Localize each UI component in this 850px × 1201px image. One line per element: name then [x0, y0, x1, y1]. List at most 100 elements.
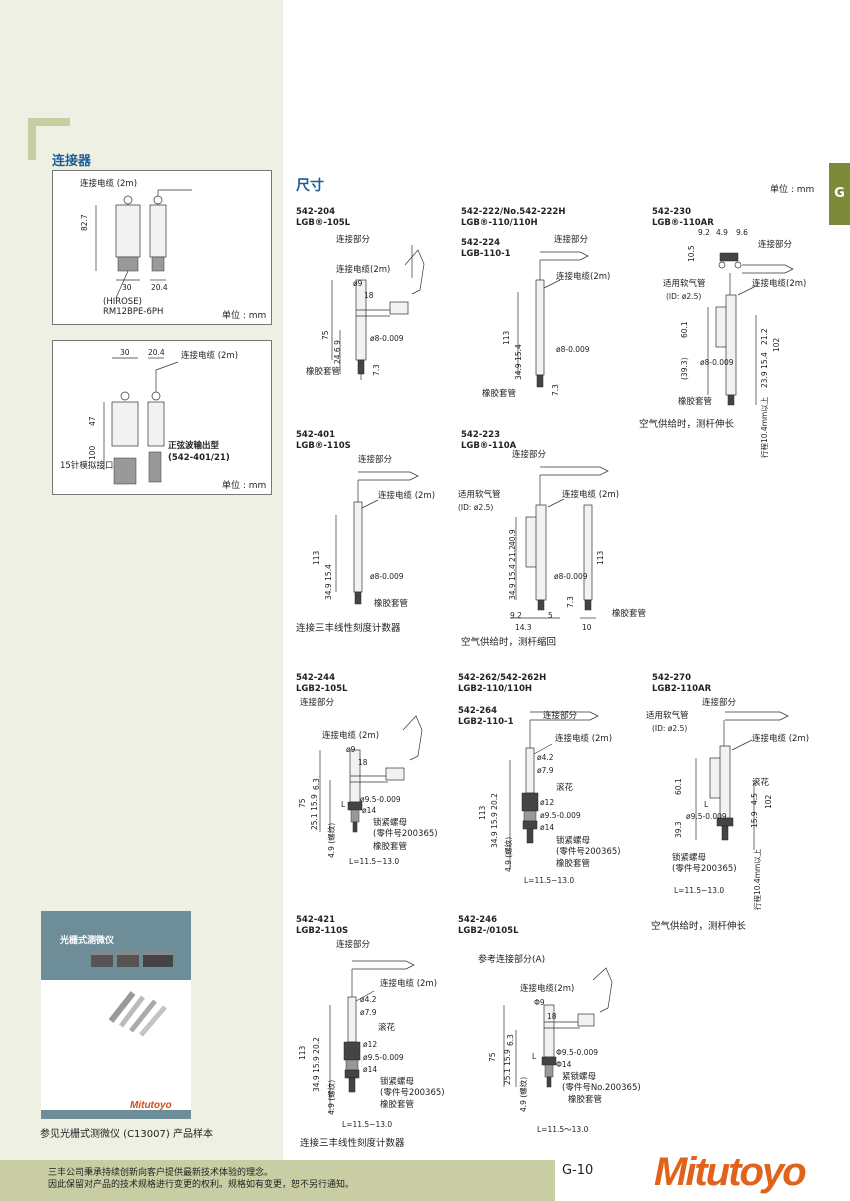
p8-lock-nut: 锁紧螺母 — [672, 853, 707, 863]
p3-connect-part: 连接部分 — [758, 240, 793, 250]
p3-d92: 9.2 — [698, 228, 710, 237]
p3-d49: 4.9 — [716, 228, 728, 237]
box2-type-line1: 正弦波输出型 — [168, 441, 220, 451]
p3-drawing — [707, 252, 794, 406]
box2-unit: 单位 : mm — [222, 481, 267, 491]
p1-d75: 75 — [321, 330, 330, 340]
p5-d212: 34.9 15.4 21.2 — [508, 545, 517, 600]
p9-d95: ø9.5-0.009 — [363, 1053, 404, 1062]
p8-d102: 102 — [764, 794, 773, 809]
p3-model-2: LGB®-110AR — [652, 218, 714, 228]
brand-logo: Mitutoyo — [654, 1150, 807, 1194]
corner-bracket-mark — [28, 118, 70, 160]
p8-L: L — [704, 800, 709, 809]
p7-model-3: 542-264 — [458, 706, 498, 716]
box2-cable-label: 连接电缆 (2m) — [181, 351, 239, 361]
p2-connect-part: 连接部分 — [554, 235, 589, 245]
connector-drawing-1 — [95, 189, 192, 299]
side-tab-g[interactable]: G — [829, 163, 850, 225]
p7-model-1: 542-262/542-262H — [458, 673, 547, 683]
p3-d8: ø8-0.009 — [700, 358, 734, 367]
p2-drawing — [517, 251, 589, 388]
p2-d113: 113 — [502, 330, 511, 345]
p8-cable: 连接电缆 (2m) — [752, 734, 810, 744]
p10-lock-nut: 紧锁螺母 — [562, 1072, 597, 1082]
p2-cable: 连接电缆(2m) — [556, 272, 611, 282]
p4-d349: 34.9 15.4 — [324, 564, 333, 600]
p6-part-no: (零件号200365) — [373, 829, 438, 839]
p9-cable: 连接电缆 (2m) — [380, 979, 438, 989]
p9-model-2: LGB2-110S — [296, 926, 349, 936]
p5-d113: 113 — [596, 550, 605, 565]
p1-d9: ø9 — [353, 279, 363, 288]
p7-d113: 113 — [478, 805, 487, 820]
p10-part-no: (零件号No.200365) — [562, 1083, 641, 1093]
p3-d393: (39.3) — [680, 357, 689, 380]
p10-d75: 75 — [488, 1052, 497, 1062]
box2-dim-w1: 30 — [120, 348, 130, 357]
p3-rubber-boot: 橡胶套管 — [678, 397, 713, 407]
p8-L-range: L=11.5~13.0 — [674, 886, 725, 895]
p5-model-1: 542-223 — [461, 430, 501, 440]
p8-part-no: (零件号200365) — [672, 864, 737, 874]
p6-d49: 4.9 (螺纹) — [327, 822, 336, 858]
p4-note: 连接三丰线性刻度计数器 — [296, 623, 401, 634]
p5-model-2: LGB®-110A — [461, 441, 517, 451]
p1-d73: 7.3 — [372, 364, 381, 376]
p9-L-range: L=11.5~13.0 — [342, 1120, 393, 1129]
p7-cable: 连接电缆 (2m) — [555, 734, 613, 744]
p6-L-range: L=11.5~13.0 — [349, 857, 400, 866]
p10-L-range: L=11.5〜13.0 — [537, 1125, 589, 1134]
p10-model-2: LGB2-/0105L — [458, 926, 519, 936]
p9-lock-nut: 锁紧螺母 — [380, 1077, 415, 1087]
p10-ref-connect: 参考连接部分(A) — [478, 955, 546, 965]
p9-d14: ø14 — [363, 1065, 378, 1074]
p10-d251: 25.1 15.9 — [503, 1049, 512, 1085]
box2-type-line2: (542-401/21) — [168, 453, 230, 463]
page-number: G-10 — [562, 1163, 594, 1178]
p1-connect-part: 连接部分 — [336, 235, 371, 245]
box1-unit: 单位 : mm — [222, 311, 267, 321]
p3-d96: 9.6 — [736, 228, 748, 237]
p10-d9: Φ9 — [534, 998, 545, 1007]
p10-d63: 6.3 — [506, 1034, 515, 1046]
p5-d10: 10 — [582, 623, 592, 632]
p9-d79: ø7.9 — [360, 1008, 377, 1017]
p1-d8: ø8-0.009 — [370, 334, 404, 343]
p6-d18: 18 — [358, 758, 368, 767]
box1-dim-w2: 20.4 — [151, 283, 168, 292]
p5-air-hose: 适用软气管 — [458, 490, 501, 500]
p5-d92: 9.2 — [510, 611, 522, 620]
p6-connect-part: 连接部分 — [300, 698, 335, 708]
footer-text: 三丰公司秉承持续创新向客户提供最新技术体验的理念。 因此保留对产品的技术规格进行… — [48, 1167, 354, 1191]
p9-d42: ø4.2 — [360, 995, 377, 1004]
connector-drawing-2 — [103, 357, 179, 485]
connector-title: 连接器 — [52, 154, 92, 169]
p9-d349: 34.9 15.9 20.2 — [312, 1037, 321, 1092]
p4-cable: 连接电缆 (2m) — [378, 491, 436, 501]
p4-model-1: 542-401 — [296, 430, 336, 440]
p7-drawing — [509, 711, 599, 868]
p8-stroke: 行程10.4mm以上 — [753, 848, 762, 910]
p1-cable: 连接电缆(2m) — [336, 265, 391, 275]
p4-d113: 113 — [312, 550, 321, 565]
p2-d8: ø8-0.009 — [556, 345, 590, 354]
p6-d63: 6.3 — [312, 778, 321, 790]
p10-d95: Φ9.5-0.009 — [556, 1048, 599, 1057]
p6-rubber-boot: 橡胶套管 — [373, 842, 408, 852]
p5-rubber-boot: 橡胶套管 — [612, 609, 647, 619]
p2-model-4: LGB-110-1 — [461, 249, 511, 259]
p5-d8: ø8-0.009 — [554, 572, 588, 581]
box1-dim-height: 82.7 — [80, 214, 89, 231]
box2-dim-w2: 20.4 — [148, 348, 165, 357]
p3-model-1: 542-230 — [652, 207, 692, 217]
p10-model-1: 542-246 — [458, 915, 498, 925]
catalog-logo: Mitutoyo — [130, 1100, 172, 1111]
p5-d143: 14.3 — [515, 623, 532, 632]
p9-connect-part: 连接部分 — [336, 940, 371, 950]
p6-L: L — [341, 800, 346, 809]
p8-drawing — [695, 711, 789, 850]
dimensions-title: 尺寸 — [296, 178, 324, 194]
p3-d105: 10.5 — [687, 245, 696, 262]
p5-d73: 7.3 — [566, 596, 575, 608]
